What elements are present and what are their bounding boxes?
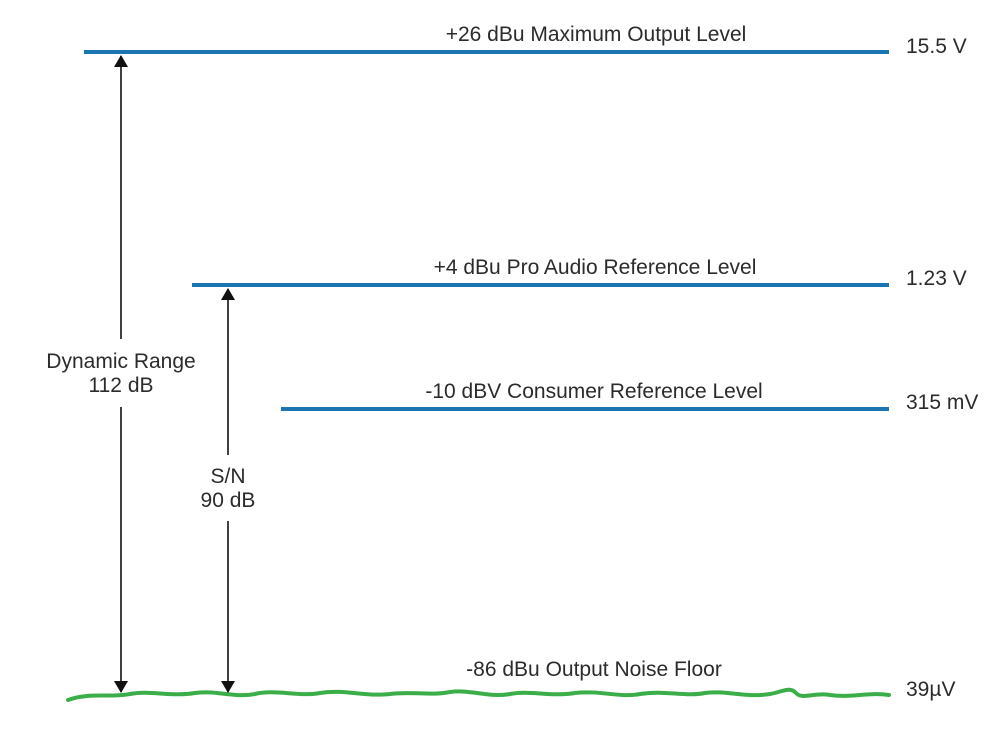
max-output-voltage: 15.5 V — [906, 35, 967, 58]
noise-floor-label: -86 dBu Output Noise Floor — [466, 658, 722, 681]
sn-label: S/N 90 dB — [201, 465, 256, 513]
sn-title: S/N — [210, 465, 246, 488]
dynamic-range-value: 112 dB — [88, 374, 154, 397]
pro-reference-voltage: 1.23 V — [906, 267, 967, 290]
max-output-level-label: +26 dBu Maximum Output Level — [445, 23, 747, 46]
dynamic-range-title: Dynamic Range — [46, 350, 196, 373]
dynamic-range-label: Dynamic Range 112 dB — [46, 350, 195, 398]
noise-floor-line — [66, 687, 891, 702]
consumer-reference-voltage: 315 mV — [906, 391, 979, 414]
pro-reference-level-label: +4 dBu Pro Audio Reference Level — [433, 256, 757, 279]
consumer-reference-level-label: -10 dBV Consumer Reference Level — [425, 380, 763, 403]
noise-floor-voltage: 39µV — [906, 678, 956, 701]
sn-value: 90 dB — [200, 489, 256, 512]
